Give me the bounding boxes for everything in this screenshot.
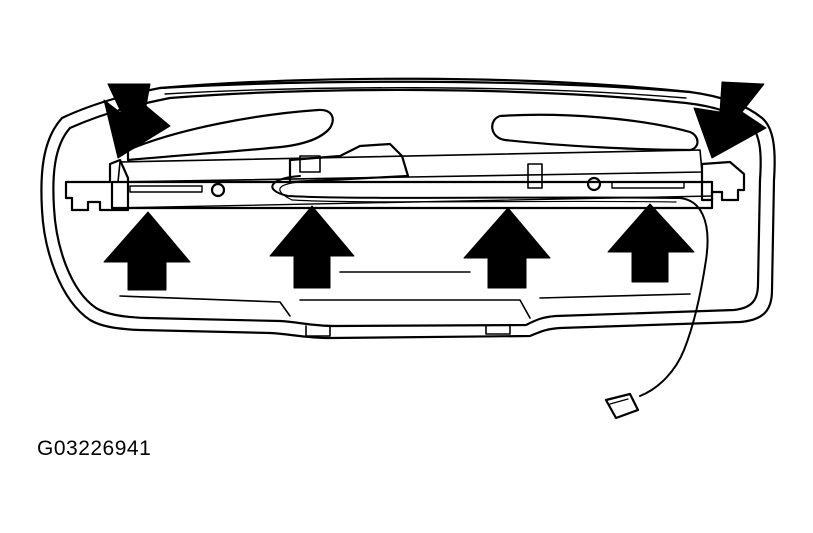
panel-top-lip-inner bbox=[164, 87, 687, 99]
left-window-opening bbox=[126, 108, 334, 162]
center-module-connector bbox=[299, 155, 321, 173]
panel-top-lip bbox=[158, 80, 692, 94]
center-module bbox=[288, 142, 410, 184]
arrow-bottom-1 bbox=[103, 211, 191, 291]
bottom-tab-right bbox=[485, 325, 511, 335]
bottom-tab-left bbox=[305, 325, 331, 337]
figure-id-label: G03226941 bbox=[37, 437, 152, 460]
mounting-bar-upper-rail bbox=[117, 149, 703, 183]
arrow-bottom-2 bbox=[269, 205, 355, 289]
arrow-bottom-3 bbox=[463, 207, 551, 289]
right-bar-slot bbox=[611, 181, 685, 189]
bottom-recess-center bbox=[299, 299, 531, 319]
bottom-recess-right bbox=[539, 293, 691, 299]
bottom-recess-left bbox=[119, 295, 291, 317]
arrow-top-right bbox=[693, 81, 767, 159]
left-end-bracket bbox=[64, 158, 130, 212]
left-fastener-hole bbox=[210, 182, 226, 198]
wiring-harness-parallel bbox=[279, 181, 677, 203]
arrow-top-left bbox=[103, 83, 171, 159]
arrow-bottom-4 bbox=[607, 203, 695, 283]
wiring-harness bbox=[271, 175, 709, 397]
right-fastener-hole bbox=[586, 176, 602, 192]
right-end-bracket bbox=[700, 160, 746, 202]
panel-outer-outline bbox=[40, 77, 776, 340]
right-window-opening bbox=[491, 113, 699, 152]
panel-inner-outline bbox=[52, 88, 762, 328]
center-standoff bbox=[527, 163, 543, 189]
connector-plug bbox=[604, 392, 640, 420]
left-bar-slot bbox=[129, 185, 203, 193]
